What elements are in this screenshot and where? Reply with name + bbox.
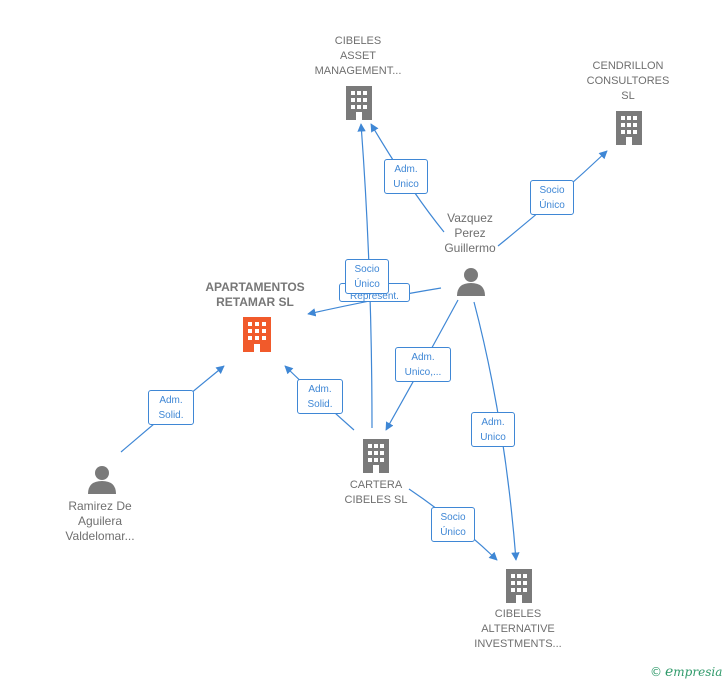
edge-label-cartera-cibeles-asset[interactable]: Socio Único: [345, 259, 389, 294]
building-icon[interactable]: [363, 439, 389, 473]
edge-label-cartera-cibeles-alt[interactable]: Socio Único: [431, 507, 475, 542]
node-label-apartamentos[interactable]: APARTAMENTOS RETAMAR SL: [205, 280, 305, 309]
edge-label-vazquez-cartera[interactable]: Adm. Unico,...: [395, 347, 451, 382]
copyright-symbol: ©: [650, 665, 662, 679]
edge-label-vazquez-cendrillon[interactable]: Socio Único: [530, 180, 574, 215]
edge-label-ramirez-apartamentos[interactable]: Adm. Solid.: [148, 390, 194, 425]
node-label-cartera[interactable]: CARTERA CIBELES SL: [344, 479, 408, 506]
edge-label-vazquez-cibeles-asset[interactable]: Adm. Unico: [384, 159, 428, 194]
edge-label-cartera-apartamentos[interactable]: Adm. Solid.: [297, 379, 343, 414]
node-label-cibeles-asset[interactable]: CIBELES ASSET MANAGEMENT...: [314, 35, 402, 77]
brand-name: mpresia: [673, 665, 723, 679]
node-label-vazquez[interactable]: Vazquez Perez Guillermo: [444, 211, 496, 255]
edge-label-vazquez-cibeles-alt[interactable]: Adm. Unico: [471, 412, 515, 447]
node-label-cibeles-alt[interactable]: CIBELES ALTERNATIVE INVESTMENTS...: [474, 608, 562, 650]
building-icon[interactable]: [346, 86, 372, 120]
node-label-ramirez[interactable]: Ramirez De Aguilera Valdelomar...: [65, 499, 135, 543]
building-icon[interactable]: [506, 569, 532, 603]
empresia-logo[interactable]: ©empresia: [650, 664, 722, 680]
person-icon[interactable]: [457, 268, 485, 296]
person-icon[interactable]: [88, 466, 116, 494]
main-building-icon[interactable]: [243, 317, 271, 352]
node-label-cendrillon[interactable]: CENDRILLON CONSULTORES SL: [586, 60, 670, 102]
building-icon[interactable]: [616, 111, 642, 145]
brand-initial: e: [665, 664, 674, 680]
